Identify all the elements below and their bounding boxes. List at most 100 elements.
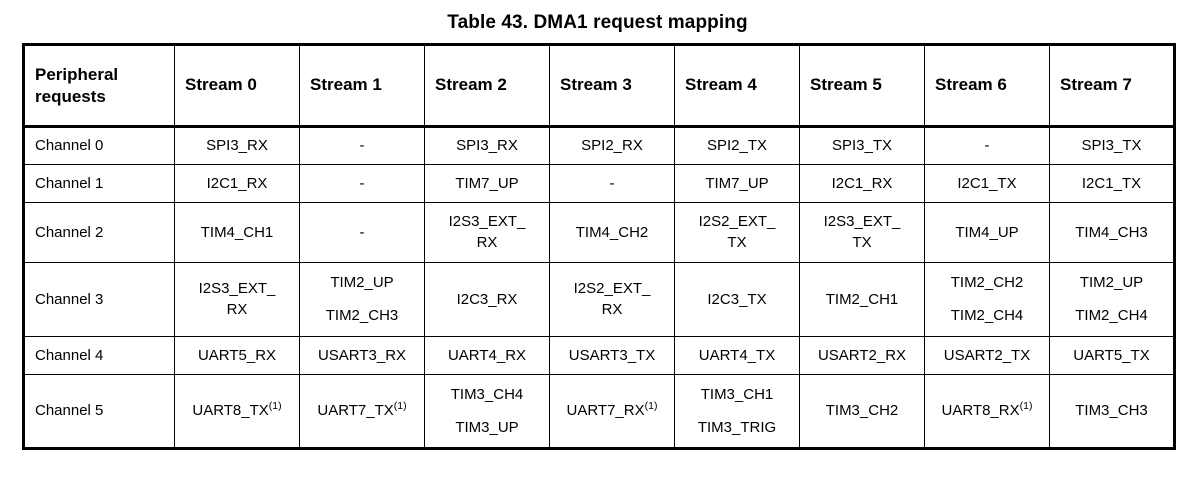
- cell-line: I2C1_RX: [206, 174, 268, 192]
- cell-line: USART3_RX: [317, 346, 407, 364]
- cell-line: RX: [226, 301, 248, 318]
- cell-content: I2C1_RX: [805, 174, 919, 194]
- cell-line: I2S2_EXT_: [698, 213, 776, 231]
- cell-line: TIM3_CH2: [825, 402, 899, 420]
- cell-stream-2: I2C3_RX: [424, 262, 550, 337]
- cell-content: I2S3_EXT_ RX: [180, 279, 294, 320]
- cell-line: TIM4_UP: [955, 223, 1019, 241]
- cell-content: UART7_TX(1): [305, 401, 419, 421]
- cell-line: TIM3_CH1: [700, 385, 774, 403]
- cell-line: TIM3_TRIG: [697, 418, 777, 436]
- cell-line: -: [609, 174, 615, 192]
- cell-stream-1: UART7_TX(1): [299, 374, 425, 449]
- cell-stream-7: TIM4_CH3: [1049, 202, 1175, 263]
- cell-line: SPI3_TX: [1081, 137, 1142, 155]
- cell-stream-3: I2S2_EXT_RX: [549, 262, 675, 337]
- cell-content: SPI3_RX: [180, 136, 294, 156]
- cell-stream-5: I2C1_RX: [799, 164, 925, 203]
- cell-line: TIM2_UP: [1079, 274, 1144, 292]
- cell-line: TIM3_CH4: [450, 385, 524, 403]
- cell-line: I2S2_EXT_: [573, 280, 651, 298]
- cell-stream-7: SPI3_TX: [1049, 126, 1175, 165]
- cell-line: TX: [727, 234, 747, 251]
- cell-line: -: [359, 137, 365, 155]
- cell-stream-4: I2C3_TX: [674, 262, 800, 337]
- footnote-marker: (1): [268, 400, 282, 413]
- cell-content: I2C3_RX: [430, 290, 544, 310]
- cell-content: -: [305, 174, 419, 194]
- cell-stream-3: UART7_RX(1): [549, 374, 675, 449]
- cell-line: SPI3_TX: [831, 137, 893, 155]
- row-label-channel-1: Channel 1: [23, 164, 175, 203]
- row-label-channel-3: Channel 3: [23, 262, 175, 337]
- cell-content: TIM7_UP: [680, 174, 794, 194]
- cell-stream-7: I2C1_TX: [1049, 164, 1175, 203]
- cell-content: TIM4_CH2: [555, 223, 669, 243]
- column-header-stream-2: Stream 2: [424, 44, 550, 128]
- cell-line: TX: [852, 234, 872, 251]
- row-label-channel-0: Channel 0: [23, 126, 175, 165]
- cell-stream-4: I2S2_EXT_ TX: [674, 202, 800, 263]
- cell-line: I2S3_EXT_: [448, 213, 526, 231]
- cell-line: SPI3_RX: [456, 137, 518, 155]
- cell-content: TIM3_CH2: [805, 401, 919, 421]
- cell-line: RX: [476, 234, 498, 251]
- cell-line: I2C1_RX: [831, 174, 893, 192]
- cell-content: USART2_TX: [930, 346, 1044, 366]
- cell-content: UART5_TX: [1055, 346, 1168, 366]
- cell-line: TIM7_UP: [455, 174, 519, 192]
- cell-stream-2: I2S3_EXT_ RX: [424, 202, 550, 263]
- cell-stream-5: USART2_RX: [799, 336, 925, 375]
- cell-content: I2C1_TX: [1055, 174, 1168, 194]
- cell-content: -: [555, 174, 669, 194]
- cell-line: UART7_TX(1): [317, 400, 407, 420]
- cell-content: USART2_RX: [805, 346, 919, 366]
- cell-content: UART5_RX: [180, 346, 294, 366]
- cell-content: UART8_TX(1): [180, 401, 294, 421]
- cell-line: TIM4_CH2: [575, 223, 649, 241]
- cell-content: USART3_RX: [305, 346, 419, 366]
- cell-content: I2S3_EXT_ RX: [430, 212, 544, 253]
- cell-content: I2S3_EXT_TX: [805, 212, 919, 253]
- cell-stream-6: TIM4_UP: [924, 202, 1050, 263]
- cell-stream-2: SPI3_RX: [424, 126, 550, 165]
- cell-stream-4: TIM7_UP: [674, 164, 800, 203]
- cell-line: I2S3_EXT_: [198, 280, 276, 298]
- cell-content: UART7_RX(1): [555, 401, 669, 421]
- cell-stream-7: TIM3_CH3: [1049, 374, 1175, 449]
- column-header-peripheral-requests: Peripheral requests: [23, 44, 175, 128]
- cell-line: SPI2_RX: [581, 137, 643, 155]
- cell-stream-2: TIM7_UP: [424, 164, 550, 203]
- column-header-stream-4: Stream 4: [674, 44, 800, 128]
- cell-line: UART8_RX(1): [941, 400, 1033, 420]
- footnote-marker: (1): [1019, 400, 1033, 413]
- cell-stream-4: UART4_TX: [674, 336, 800, 375]
- cell-line: -: [359, 174, 365, 192]
- cell-stream-2: UART4_RX: [424, 336, 550, 375]
- cell-line: USART3_TX: [568, 346, 656, 364]
- cell-line: UART7_RX(1): [566, 400, 658, 420]
- cell-stream-0: I2C1_RX: [174, 164, 300, 203]
- cell-content: TIM4_CH3: [1055, 223, 1168, 243]
- cell-content: SPI3_TX: [1055, 136, 1168, 156]
- cell-content: I2S2_EXT_RX: [555, 279, 669, 320]
- cell-content: USART3_TX: [555, 346, 669, 366]
- cell-line: TIM3_UP: [455, 418, 519, 436]
- cell-stream-1: -: [299, 202, 425, 263]
- cell-line: UART8_TX(1): [192, 400, 282, 420]
- cell-stream-3: TIM4_CH2: [549, 202, 675, 263]
- column-header-stream-1: Stream 1: [299, 44, 425, 128]
- column-header-stream-3: Stream 3: [549, 44, 675, 128]
- cell-stream-5: I2S3_EXT_TX: [799, 202, 925, 263]
- cell-line: TIM2_CH1: [825, 290, 899, 308]
- cell-stream-6: -: [924, 126, 1050, 165]
- cell-line: TIM2_UP: [330, 274, 394, 292]
